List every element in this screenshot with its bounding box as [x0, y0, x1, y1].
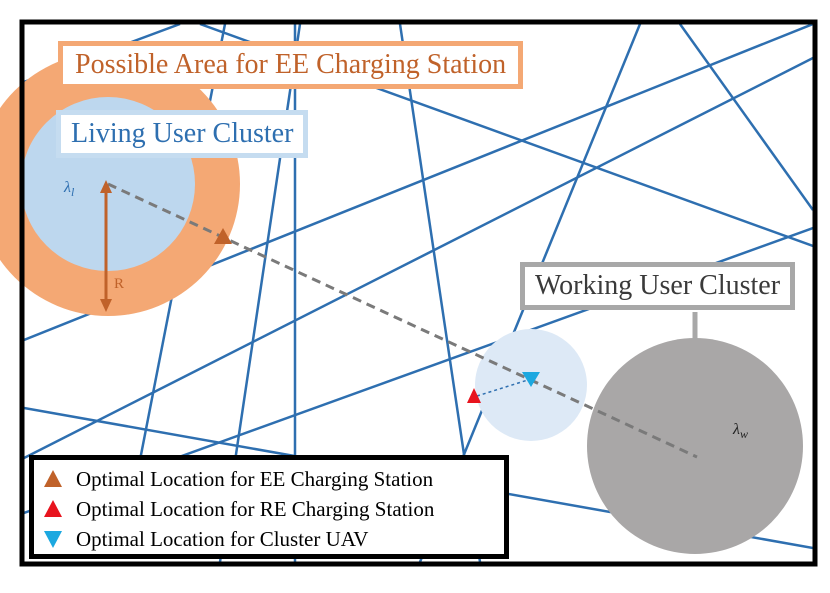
legend: Optimal Location for EE Charging Station…: [29, 455, 509, 559]
radius-arrow-head-up: [100, 180, 112, 193]
working-user-cluster: [587, 338, 803, 554]
legend-item-ee-station: Optimal Location for EE Charging Station: [42, 464, 504, 494]
road: [678, 24, 813, 211]
living-cluster-label: Living User Cluster: [56, 110, 309, 158]
ee-charging-station-marker: [214, 228, 232, 244]
working-cluster-label: Working User Cluster: [520, 262, 796, 310]
diagram-frame: [19, 19, 818, 567]
radius-arrow-head-down: [100, 299, 112, 312]
legend-label: Optimal Location for EE Charging Station: [76, 467, 434, 491]
legend-label: Optimal Location for Cluster UAV: [76, 527, 369, 551]
cluster-uav-legend-icon: [44, 531, 62, 548]
lambda-w-label: λw: [732, 421, 748, 441]
re-station-legend-icon: [44, 500, 62, 517]
possible-area-label: Possible Area for EE Charging Station: [58, 41, 524, 89]
lambda-l-label: λl: [63, 179, 75, 199]
legend-label: Optimal Location for RE Charging Station: [76, 497, 435, 521]
road: [24, 56, 813, 460]
cluster-center-link: [107, 182, 698, 459]
cluster-uav-marker: [522, 372, 540, 387]
radius-label: R: [114, 276, 124, 292]
legend-item-re-station: Optimal Location for RE Charging Station: [42, 494, 504, 524]
re-charging-station-marker: [467, 388, 481, 403]
ee-station-legend-icon: [44, 470, 62, 487]
legend-item-cluster-uav: Optimal Location for Cluster UAV: [42, 524, 504, 554]
